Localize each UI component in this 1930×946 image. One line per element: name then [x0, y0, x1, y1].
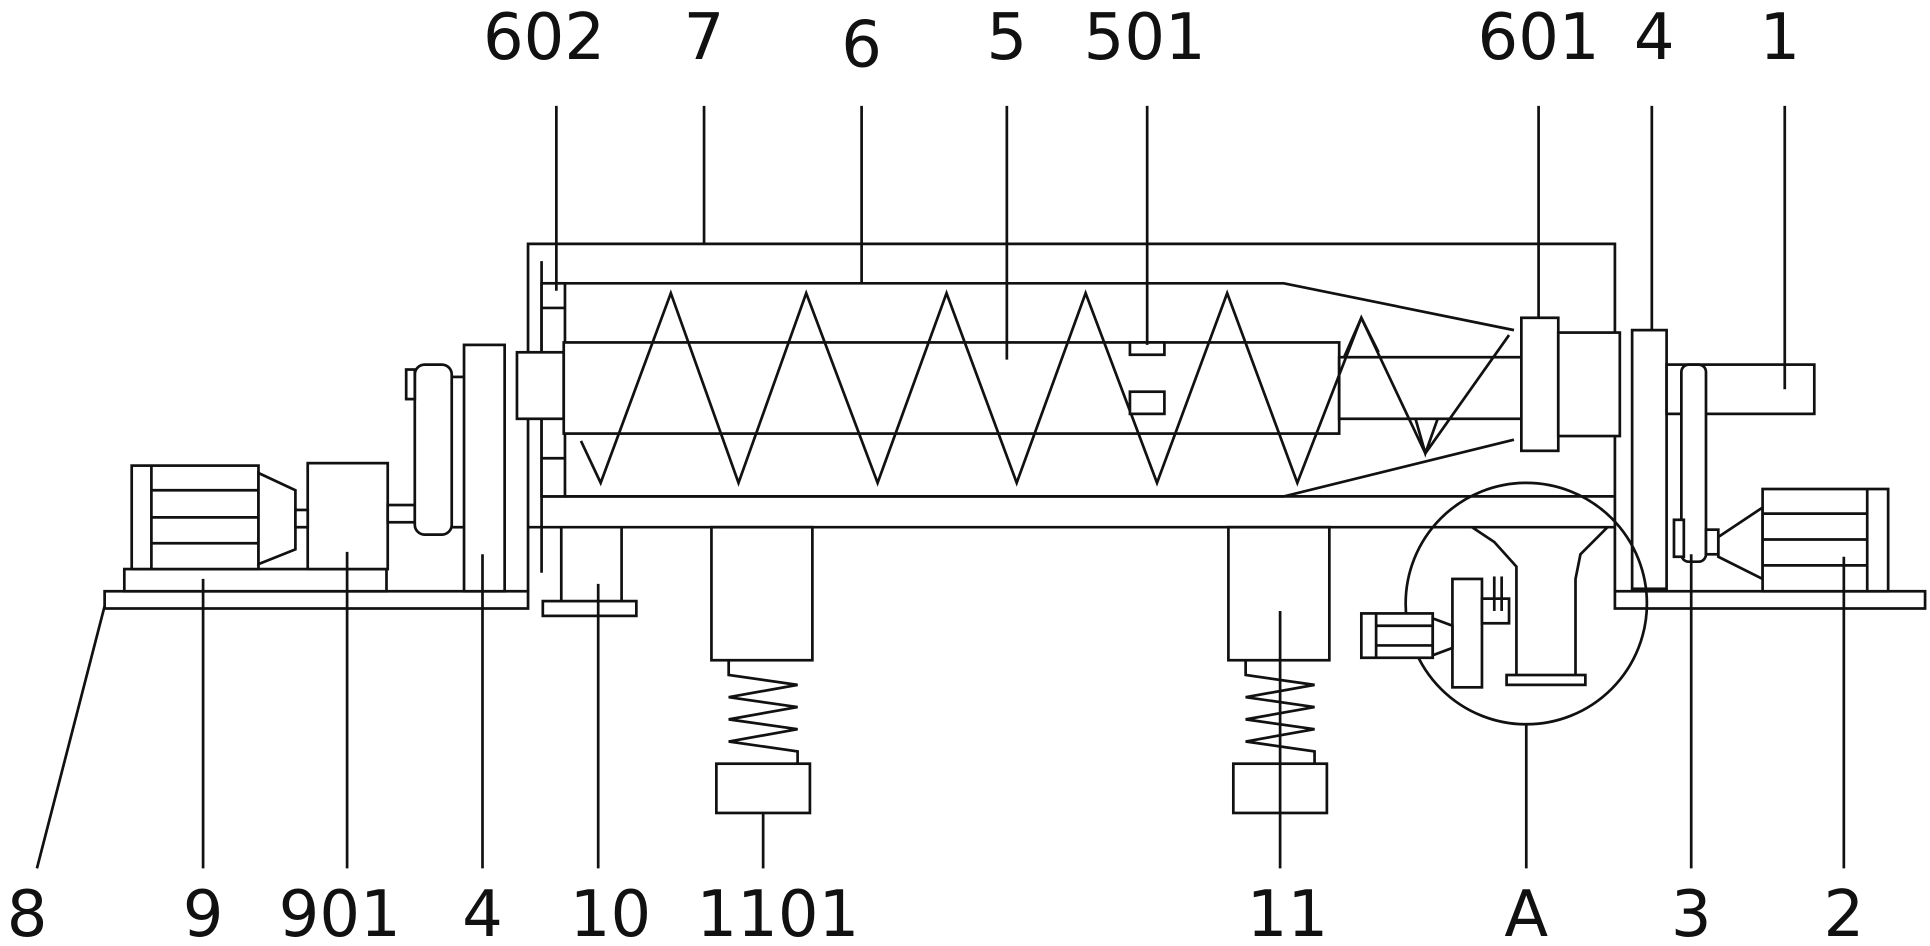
support-leg-left — [710, 525, 814, 815]
screw-shaft — [562, 341, 1341, 435]
left-shaft — [386, 503, 417, 524]
label-5: 5 — [986, 1, 1027, 75]
label-9: 9 — [183, 878, 224, 946]
spiral-blade — [579, 289, 1511, 487]
label-4-top: 4 — [1634, 1, 1675, 75]
callout-labels: 602 7 6 5 501 601 4 1 8 9 901 4 10 1101 … — [7, 1, 1864, 946]
left-hub — [515, 350, 566, 421]
label-602: 602 — [483, 1, 605, 75]
label-501: 501 — [1084, 1, 1206, 75]
detail-a — [1359, 481, 1649, 726]
label-a: A — [1504, 878, 1548, 946]
label-8: 8 — [7, 878, 48, 946]
left-pulley — [413, 363, 454, 536]
left-pulley-hub — [404, 368, 417, 401]
machine-drawing — [103, 242, 1927, 815]
label-6: 6 — [841, 8, 882, 82]
label-3: 3 — [1671, 878, 1712, 946]
right-hub-body — [1556, 331, 1622, 438]
left-base-plate — [103, 589, 530, 610]
left-bearing-support — [462, 343, 507, 593]
label-10: 10 — [570, 878, 651, 946]
label-1: 1 — [1759, 1, 1800, 75]
left-motor — [130, 464, 297, 571]
coupling — [294, 508, 310, 529]
right-motor — [1704, 487, 1890, 593]
right-bearing-support — [1630, 328, 1668, 591]
right-pulley — [1680, 363, 1708, 564]
label-7: 7 — [684, 1, 725, 75]
shaft-opening-lower — [1128, 390, 1166, 416]
label-901: 901 — [279, 878, 401, 946]
leader-lines — [35, 105, 1846, 869]
label-1101: 1101 — [696, 878, 859, 946]
right-base-plate — [1613, 589, 1927, 610]
label-4-bottom: 4 — [462, 878, 503, 946]
solids-discharge — [541, 527, 638, 618]
right-hub — [1519, 316, 1560, 453]
label-11: 11 — [1247, 878, 1328, 946]
label-2: 2 — [1823, 878, 1864, 946]
right-pulley-hub — [1672, 518, 1686, 559]
label-601: 601 — [1478, 1, 1600, 75]
